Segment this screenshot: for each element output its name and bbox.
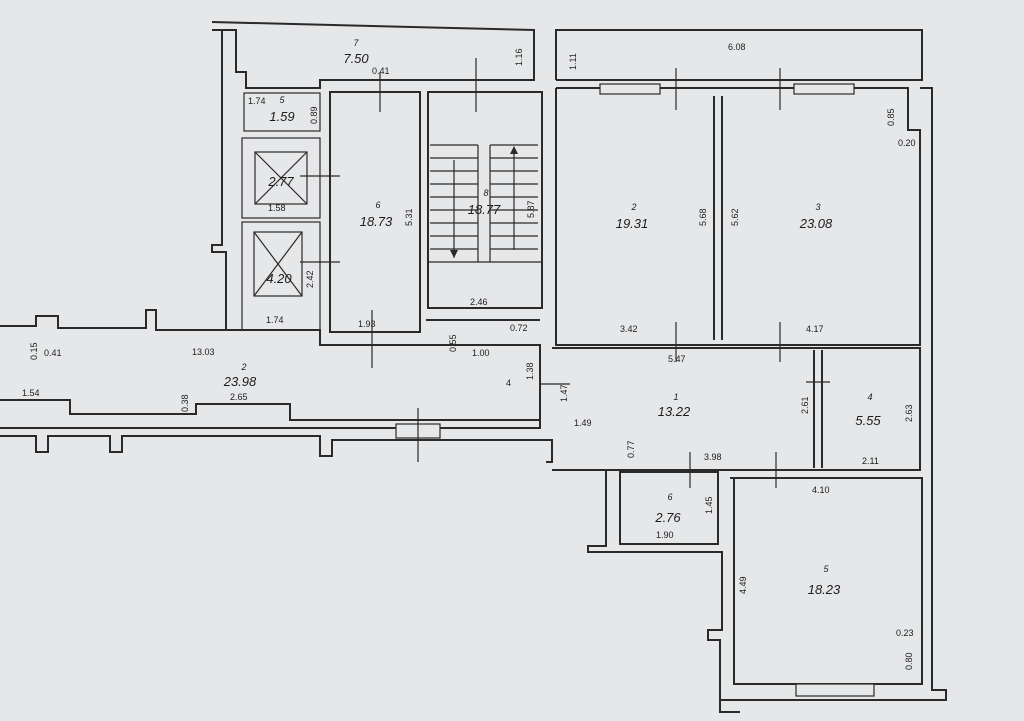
room-area-5-kitchen: 18.23 xyxy=(808,582,841,597)
dim-4-49: 4.49 xyxy=(738,576,748,594)
dim-0-72: 0.72 xyxy=(510,323,528,333)
room-area-corridor: 23.98 xyxy=(223,374,257,389)
dim-13-03: 13.03 xyxy=(192,347,215,357)
room-area-lift-2: 4.20 xyxy=(266,271,292,286)
dim-0-41-top: 0.41 xyxy=(372,66,390,76)
dim-1-38: 1.38 xyxy=(525,362,535,380)
dim-1-58: 1.58 xyxy=(268,203,286,213)
room-area-6-small: 2.76 xyxy=(654,510,681,525)
dim-0-23: 0.23 xyxy=(896,628,914,638)
dim-6-08: 6.08 xyxy=(728,42,746,52)
room-number-2-bedroom: 2 xyxy=(630,202,636,212)
dim-1-47: 1.47 xyxy=(559,384,569,402)
dim-1-45: 1.45 xyxy=(704,496,714,514)
room-area-8: 18.77 xyxy=(468,202,501,217)
dim-2-11: 2.11 xyxy=(862,456,879,466)
room-number-4: 4 xyxy=(867,392,872,402)
dim-5-31: 5.31 xyxy=(404,208,414,226)
walls xyxy=(0,21,947,713)
room-number-3: 3 xyxy=(815,202,820,212)
dim-5-47: 5.47 xyxy=(668,354,686,364)
dim-3-98: 3.98 xyxy=(704,452,722,462)
dim-1-54: 1.54 xyxy=(22,388,40,398)
room-number-6-left: 6 xyxy=(375,200,380,210)
dim-2-61: 2.61 xyxy=(800,396,810,414)
room-number-8: 8 xyxy=(483,188,488,198)
room-area-lift-1: 2.77 xyxy=(267,174,294,189)
dim-2-46: 2.46 xyxy=(470,297,488,307)
room-area-3: 23.08 xyxy=(799,216,833,231)
door-marks xyxy=(300,58,830,488)
dim-3-42: 3.42 xyxy=(620,324,638,334)
dim-0-89: 0.89 xyxy=(309,106,319,124)
stair-treads xyxy=(430,144,538,262)
dim-5-68: 5.68 xyxy=(698,208,708,226)
dim-5-62: 5.62 xyxy=(730,208,740,226)
dim-0-55: 0.55 xyxy=(448,334,458,352)
dim-2-63: 2.63 xyxy=(904,404,914,422)
room-area-4: 5.55 xyxy=(855,413,881,428)
room-area-2-bedroom: 19.31 xyxy=(616,216,649,231)
room-number-2-corridor: 2 xyxy=(240,362,246,372)
dim-1-11: 1.11 xyxy=(568,53,578,70)
dim-1-90: 1.90 xyxy=(656,530,674,540)
room-number-6-small: 6 xyxy=(667,492,672,502)
dim-0-38: 0.38 xyxy=(180,394,190,412)
dim-2-42: 2.42 xyxy=(305,270,315,288)
room-area-7: 7.50 xyxy=(343,51,369,66)
room-area-1: 13.22 xyxy=(658,404,691,419)
dim-0-85: 0.85 xyxy=(886,108,896,126)
dim-0-41-left: 0.41 xyxy=(44,348,62,358)
room-number-5-small: 5 xyxy=(279,95,285,105)
room-number-7: 7 xyxy=(353,38,359,48)
label-4-corridor: 4 xyxy=(506,378,511,388)
room-area-5-small: 1.59 xyxy=(269,109,294,124)
dim-1-16: 1.16 xyxy=(514,48,524,66)
dim-2-65: 2.65 xyxy=(230,392,248,402)
dim-1-00: 1.00 xyxy=(472,348,490,358)
dim-1-49: 1.49 xyxy=(574,418,592,428)
dimension-labels: 0.41 1.16 1.74 0.89 1.11 6.08 0.85 0.20 … xyxy=(22,42,916,670)
room-number-1: 1 xyxy=(673,392,678,402)
room-number-5-kitchen: 5 xyxy=(823,564,829,574)
dim-4-10: 4.10 xyxy=(812,485,830,495)
dim-0-77: 0.77 xyxy=(626,440,636,458)
dim-0-20: 0.20 xyxy=(898,138,916,148)
room-area-6-left: 18.73 xyxy=(360,214,393,229)
dim-1-74-bottom: 1.74 xyxy=(266,315,284,325)
dim-1-74-top: 1.74 xyxy=(248,96,266,106)
dim-0-15: 0.15 xyxy=(29,342,39,360)
dim-1-93: 1.93 xyxy=(358,319,376,329)
dim-5-87: 5.87 xyxy=(526,200,536,218)
windows xyxy=(395,83,875,697)
dim-4-17: 4.17 xyxy=(806,324,824,334)
room-labels: 7 7.50 5 1.59 2.77 4.20 6 18.73 8 18.77 … xyxy=(223,38,882,597)
dim-0-80: 0.80 xyxy=(904,652,914,670)
